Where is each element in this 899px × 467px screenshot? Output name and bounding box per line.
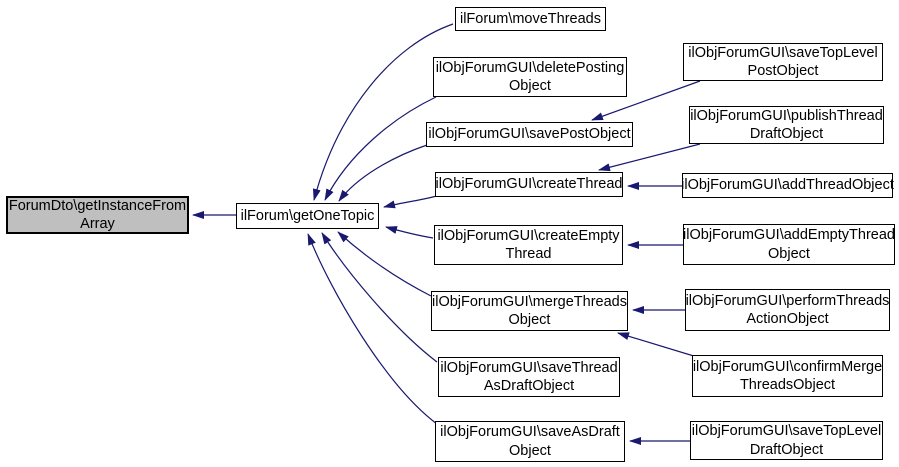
node-ilobjforumgui-addthreadobject[interactable]: ilObjForumGUI\addThreadObject [681, 173, 894, 198]
node-ilobjforumgui-savetopleveldraftobject[interactable]: ilObjForumGUI\saveTopLevel DraftObject [690, 421, 883, 460]
node-ilobjforumgui-saveasdraftobject[interactable]: ilObjForumGUI\saveAsDraft Object [435, 421, 625, 462]
node-ilforum-getonetopic[interactable]: ilForum\getOneTopic [236, 203, 379, 229]
node-ilobjforumgui-mergethreadsobject[interactable]: ilObjForumGUI\mergeThreads Object [431, 291, 628, 331]
edge-createemptythread-to-getonetopic [385, 226, 434, 239]
node-forumdto-getinstancefromarray: ForumDto\getInstanceFrom Array [6, 196, 189, 234]
node-ilobjforumgui-savetoplevelpostobject[interactable]: ilObjForumGUI\saveTopLevel PostObject [683, 43, 883, 81]
node-ilobjforumgui-publishthreaddraftobject[interactable]: ilObjForumGUI\publishThread DraftObject [689, 106, 884, 144]
edge-confirmmergethreadsobject-to-mergethreadsobject [617, 332, 698, 358]
edge-mergethreadsobject-to-getonetopic [337, 231, 432, 297]
edge-publishthreaddraftobject-to-createthread [598, 143, 701, 172]
edge-movethreads-to-getonetopic [312, 23, 454, 201]
node-ilobjforumgui-savepostobject[interactable]: ilObjForumGUI\savePostObject [426, 122, 633, 147]
node-ilobjforumgui-performthreadsactionobject[interactable]: ilObjForumGUI\performThreads ActionObjec… [685, 289, 890, 331]
edge-saveasdraftobject-to-getonetopic [307, 233, 438, 425]
node-ilobjforumgui-savethreadasdraftobject[interactable]: ilObjForumGUI\saveThread AsDraftObject [438, 357, 620, 397]
edge-savepostobject-to-getonetopic [338, 144, 428, 202]
edge-savethreadasdraftobject-to-getonetopic [321, 232, 438, 363]
edge-deletepostingobject-to-getonetopic [324, 96, 437, 201]
node-ilforum-movethreads[interactable]: ilForum\moveThreads [455, 7, 606, 31]
edge-createthread-to-getonetopic [383, 195, 438, 209]
node-ilobjforumgui-createthread[interactable]: ilObjForumGUI\createThread [435, 172, 623, 197]
node-ilobjforumgui-addemptythreadobject[interactable]: ilObjForumGUI\addEmptyThread Object [683, 224, 895, 265]
node-ilobjforumgui-deletepostingobject[interactable]: ilObjForumGUI\deletePosting Object [433, 57, 627, 97]
node-ilobjforumgui-createemptythread[interactable]: ilObjForumGUI\createEmpty Thread [434, 225, 623, 265]
node-ilobjforumgui-confirmmergethreadsobject[interactable]: ilObjForumGUI\confirmMerge ThreadsObject [692, 355, 883, 397]
